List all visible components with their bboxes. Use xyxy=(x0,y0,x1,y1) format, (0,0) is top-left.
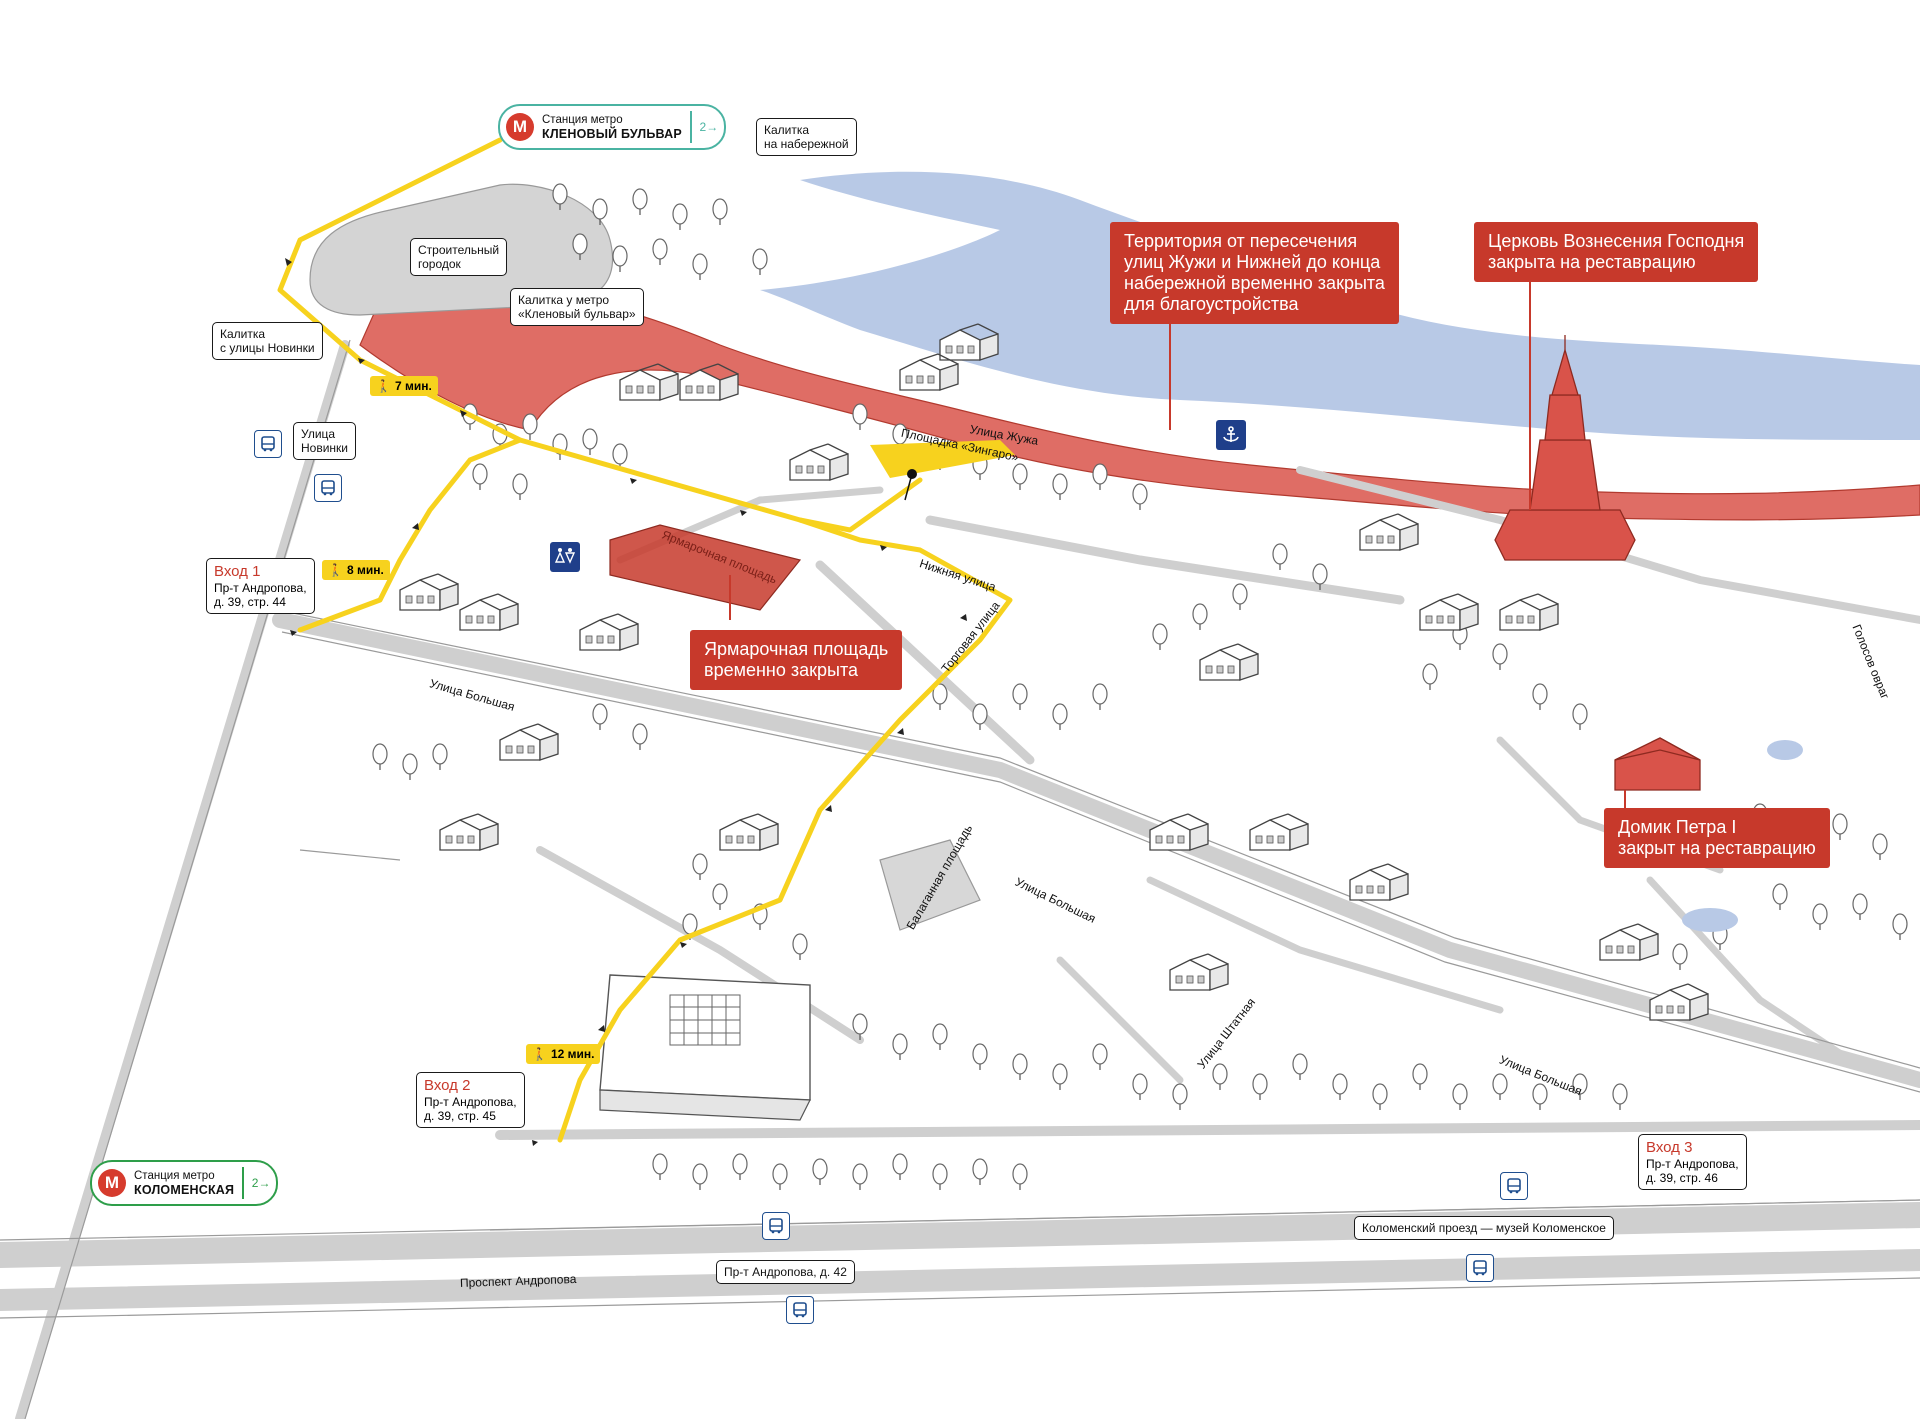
callout-leaders xyxy=(729,280,1626,810)
label-kalitka-novinki[interactable]: Калитка с улицы Новинки xyxy=(212,322,323,360)
label-ulitsa-novinki: Улица Новинки xyxy=(293,422,356,460)
walk-time-badge: 🚶7 мин. xyxy=(370,376,438,396)
bus-stop-andropova-42[interactable]: Пр-т Андропова, д. 42 xyxy=(716,1260,855,1284)
entry-title: Вход 3 xyxy=(1646,1139,1693,1156)
bus-stop-icon[interactable] xyxy=(314,474,342,502)
metro-divider xyxy=(689,111,692,143)
pavilion-building xyxy=(599,974,811,1121)
bus-stop-icon[interactable] xyxy=(1500,1172,1528,1200)
entry-address: Пр-т Андропова, д. 39, стр. 44 xyxy=(214,581,307,609)
metro-kolomenskaya[interactable]: M Станция метро КОЛОМЕНСКАЯ 2→ xyxy=(90,1160,279,1206)
callout-territory-closed: Территория от пересечения улиц Жужи и Ни… xyxy=(1110,222,1399,324)
bus-stop-icon[interactable] xyxy=(1466,1254,1494,1282)
metro-caption: Станция метро xyxy=(134,1170,215,1182)
metro-walk-time: 2→ xyxy=(699,120,719,134)
entry-1[interactable]: Вход 1 Пр-т Андропова, д. 39, стр. 44 xyxy=(206,558,315,614)
church-of-ascension xyxy=(1494,335,1636,561)
callout-church-restoration: Церковь Вознесения Господня закрыта на р… xyxy=(1474,222,1759,282)
entry-title: Вход 1 xyxy=(214,563,261,580)
callout-peter-house: Домик Петра I закрыт на реставрацию xyxy=(1604,808,1830,868)
balagannaya-area xyxy=(879,839,981,931)
label-stroitelny-gorodok: Строительный городок xyxy=(410,238,508,276)
route-arrows xyxy=(285,258,967,1146)
walking-person-icon: 🚶 xyxy=(328,563,343,577)
metro-station-name: КЛЕНОВЫЙ БУЛЬВАР xyxy=(542,127,682,141)
entry-title: Вход 2 xyxy=(424,1077,471,1094)
callout-fair-square-closed: Ярмарочная площадь временно закрыта xyxy=(690,630,903,690)
buildings xyxy=(399,323,1709,1021)
entry-2[interactable]: Вход 2 Пр-т Андропова, д. 39, стр. 45 xyxy=(416,1072,525,1128)
metro-m-icon: M xyxy=(98,1169,126,1197)
peter-house xyxy=(1614,737,1701,791)
fair-square-zone xyxy=(609,524,802,611)
bus-stop-kolomensky[interactable]: Коломенский проезд — музей Коломенское xyxy=(1354,1216,1614,1240)
anchor-icon[interactable] xyxy=(1216,420,1246,450)
entry-address: Пр-т Андропова, д. 39, стр. 46 xyxy=(1646,1157,1739,1185)
bus-stop-icon[interactable] xyxy=(762,1212,790,1240)
bus-stop-icon[interactable] xyxy=(254,430,282,458)
metro-divider xyxy=(242,1167,244,1199)
label-kalitka-metro[interactable]: Калитка у метро «Кленовый бульвар» xyxy=(510,288,644,326)
walking-routes xyxy=(277,137,1013,1143)
walk-time-badge: 🚶12 мин. xyxy=(526,1044,601,1064)
walking-person-icon: 🚶 xyxy=(532,1047,547,1061)
entry-address: Пр-т Андропова, д. 39, стр. 45 xyxy=(424,1095,517,1123)
metro-station-name: КОЛОМЕНСКАЯ xyxy=(134,1183,235,1197)
metro-m-icon: M xyxy=(506,113,534,141)
metro-walk-time: 2→ xyxy=(251,1176,271,1190)
metro-caption: Станция метро xyxy=(542,114,623,126)
toilet-icon[interactable] xyxy=(550,542,580,572)
bus-stop-icon[interactable] xyxy=(786,1296,814,1324)
metro-kleonovy-bulvar[interactable]: M Станция метро КЛЕНОВЫЙ БУЛЬВАР 2→ xyxy=(498,104,727,150)
zingaro-area xyxy=(870,440,1015,478)
walking-person-icon: 🚶 xyxy=(376,379,391,393)
entry-3[interactable]: Вход 3 Пр-т Андропова, д. 39, стр. 46 xyxy=(1638,1134,1747,1190)
walk-time-badge: 🚶8 мин. xyxy=(322,560,390,580)
label-kalitka-naberezhnaya[interactable]: Калитка на набережной xyxy=(756,118,857,156)
